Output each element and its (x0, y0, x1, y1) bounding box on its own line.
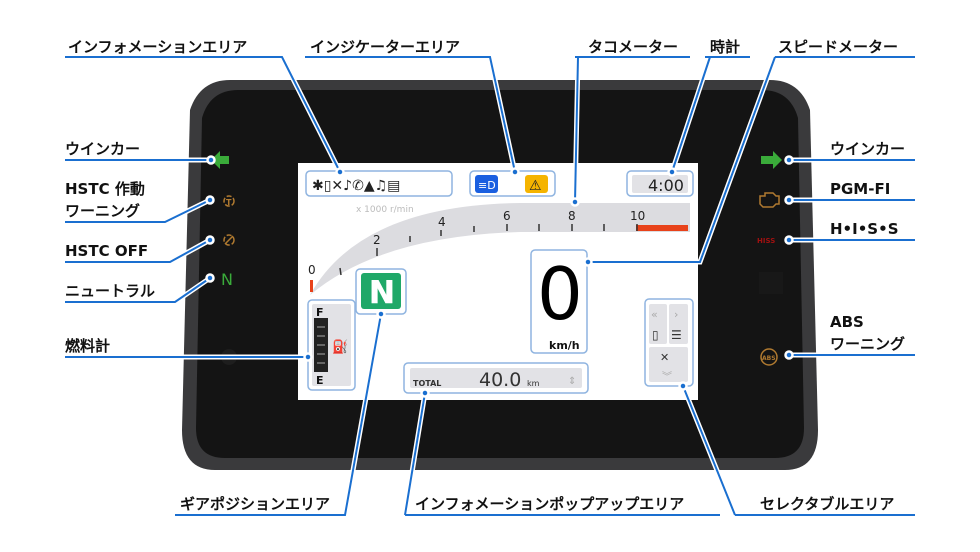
hstc-off-slash (224, 235, 234, 245)
sel-bg-3 (649, 347, 688, 382)
label-abs-2: ワーニング (830, 335, 905, 353)
right-turn-signal-icon (761, 151, 782, 169)
sel-bg-1 (649, 304, 667, 344)
next-icon[interactable]: › (674, 308, 678, 321)
fuel-segments (317, 326, 325, 364)
tach-unit: x 1000 r/min (356, 205, 414, 215)
warning-glyph: ⚠ (529, 178, 542, 194)
engine-check-icon (759, 192, 780, 208)
down-icon[interactable]: ︾ (662, 371, 672, 383)
label-abs-1: ABS (830, 313, 864, 331)
info-area (305, 170, 453, 197)
tach-tick-2: 2 (373, 233, 381, 247)
mute-icon[interactable]: ✕ (660, 351, 669, 364)
tach-tick-10: 10 (630, 209, 645, 223)
label-hiss: H•I•S•S (830, 220, 899, 238)
tach-tick-8: 8 (568, 209, 576, 223)
speedometer-area (530, 249, 588, 354)
tach-tick-4: 4 (438, 215, 446, 229)
fuel-empty: E (316, 374, 324, 387)
fuel-full: F (316, 306, 324, 319)
tachometer-band (310, 203, 690, 295)
gear-indicator: N (369, 275, 395, 311)
label-speedometer: スピードメーター (778, 38, 898, 56)
label-clock: 時計 (710, 38, 740, 56)
left-turn-signal-icon (211, 151, 229, 169)
label-turn-signal-right: ウインカー (830, 140, 905, 158)
clock: 4:00 (648, 176, 684, 195)
hstc-warning-icon (223, 195, 235, 207)
label-hstc-warning-2: ワーニング (65, 202, 140, 220)
fuel-pump-icon: ⛽ (332, 339, 348, 355)
gear-bg (361, 273, 401, 309)
label-turn-signal-left: ウインカー (65, 140, 140, 158)
warning-icon (525, 175, 548, 193)
label-info-area: インフォメーションエリア (68, 38, 247, 56)
abs-warning-icon (760, 348, 778, 366)
info-icons: ✱▯✕♪✆▲♫▤ (312, 178, 400, 194)
odo-value: 40.0 (479, 369, 521, 391)
tach-start-red (310, 280, 313, 292)
scroll-icon[interactable]: ⇕ (568, 376, 576, 387)
sel-bg-2 (669, 304, 688, 344)
speed-unit: km/h (549, 339, 580, 352)
blank-lamp (759, 272, 783, 294)
label-neutral: ニュートラル (65, 282, 155, 300)
hiss-lamp: HISS (757, 237, 775, 245)
label-hstc-warning-1: HSTC 作動 (65, 180, 145, 198)
callout-dots (205, 155, 794, 398)
label-tachometer: タコメーター (588, 38, 678, 56)
hstc-off-icon (223, 234, 235, 246)
odo-label: TOTAL (413, 379, 441, 388)
tach-ticks (339, 224, 638, 276)
neutral-lamp: N (221, 270, 233, 289)
label-pgm-fi: PGM-FI (830, 180, 890, 198)
label-hstc-off: HSTC OFF (65, 242, 148, 260)
tach-tick-0: 0 (308, 263, 316, 277)
label-info-popup-area: インフォメーションポップアップエリア (415, 495, 684, 513)
label-fuel-gauge: 燃料計 (65, 337, 110, 355)
label-selectable-area: セレクタブルエリア (760, 495, 894, 513)
prev-icon[interactable]: « (651, 308, 658, 321)
label-gear-position-area: ギアポジションエリア (180, 495, 330, 513)
list-icon[interactable]: ☰ (671, 328, 682, 342)
odo-unit: km (527, 379, 540, 388)
speed-value: 0 (537, 252, 583, 336)
clock-bg (632, 175, 688, 193)
abs-lamp: ABS (762, 355, 776, 362)
headlight-icon (475, 175, 498, 193)
label-indicator-area: インジケーターエリア (310, 38, 460, 56)
headlight-glyph: ≡D (478, 179, 496, 192)
odo-bg (410, 368, 582, 388)
callout-lines (65, 54, 915, 518)
hstc-lamp-letter: T (226, 198, 232, 207)
phone-icon[interactable]: ▯ (652, 328, 659, 342)
tach-tick-6: 6 (503, 209, 511, 223)
redzone (636, 225, 688, 231)
